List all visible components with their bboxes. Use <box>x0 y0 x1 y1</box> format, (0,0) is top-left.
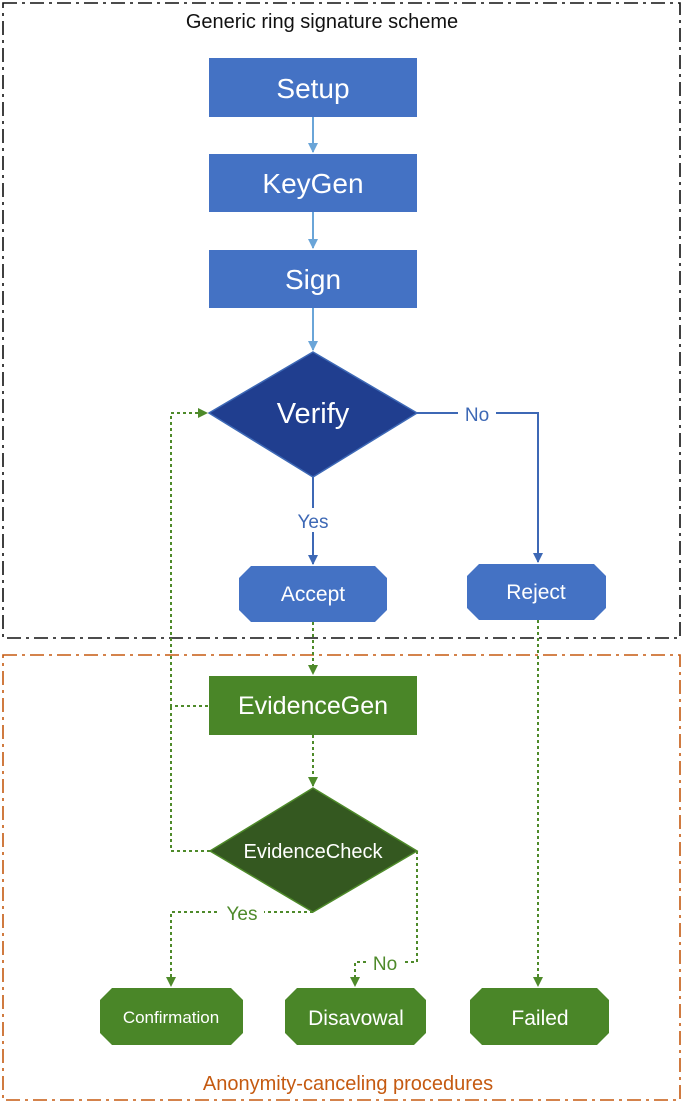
anonymity-region-title: Anonymity-canceling procedures <box>203 1073 493 1095</box>
failed-node: Failed <box>470 988 609 1045</box>
evidencecheck-yes-label: Yes <box>227 904 258 925</box>
verify-decision: Verify <box>207 351 419 478</box>
confirmation-node-label: Confirmation <box>123 1008 219 1027</box>
evidencegen-node: EvidenceGen <box>209 676 417 735</box>
reject-node-label: Reject <box>506 581 566 604</box>
confirmation-node: Confirmation <box>100 988 243 1045</box>
evidencecheck-no-label: No <box>373 954 397 975</box>
verify-decision-label: Verify <box>277 398 350 430</box>
keygen-node: KeyGen <box>209 154 417 212</box>
arrow-evidencegen-verify-loop <box>170 408 208 707</box>
verify-yes-label: Yes <box>298 512 329 533</box>
evidencecheck-decision-label: EvidenceCheck <box>244 841 384 863</box>
sign-node-label: Sign <box>285 264 341 295</box>
setup-node-label: Setup <box>276 73 349 104</box>
connector-evidencecheck-loop <box>170 706 210 852</box>
sign-node: Sign <box>209 250 417 308</box>
disavowal-node: Disavowal <box>285 988 426 1045</box>
ring-signature-region-border <box>2 2 681 639</box>
setup-node: Setup <box>209 58 417 117</box>
accept-node-label: Accept <box>281 583 345 606</box>
arrow-verify-reject <box>417 412 543 563</box>
reject-node: Reject <box>467 564 606 620</box>
keygen-node-label: KeyGen <box>262 168 363 199</box>
evidencegen-node-label: EvidenceGen <box>238 692 388 720</box>
failed-node-label: Failed <box>511 1007 568 1030</box>
accept-node: Accept <box>239 566 387 622</box>
verify-no-label: No <box>465 405 489 426</box>
disavowal-node-label: Disavowal <box>308 1007 404 1030</box>
arrow-evidencecheck-disavowal <box>350 851 418 987</box>
evidencecheck-decision: EvidenceCheck <box>208 787 419 913</box>
anonymity-region-border <box>2 654 681 1101</box>
ring-signature-region-title: Generic ring signature scheme <box>186 11 458 33</box>
